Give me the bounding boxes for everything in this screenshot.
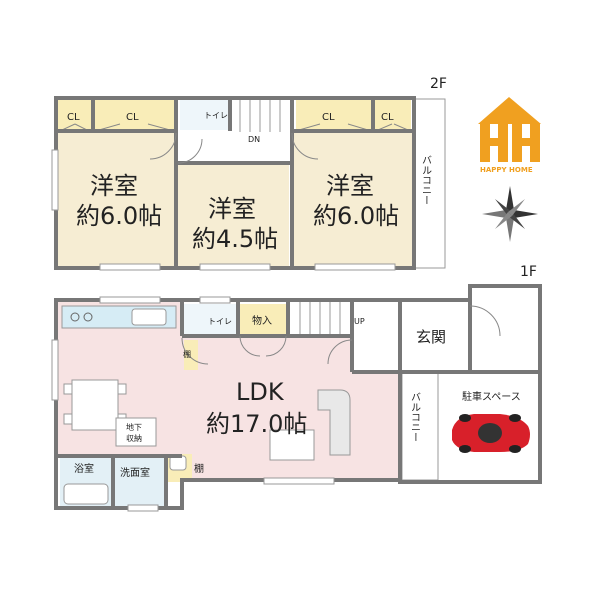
car-icon	[452, 414, 530, 453]
room-name: 洋室	[326, 172, 374, 200]
entrance	[400, 302, 470, 370]
toilet-2f	[180, 100, 228, 130]
toilet-1f	[184, 304, 236, 334]
logo-text: HAPPY HOME	[480, 166, 533, 174]
stair-label-2f: DN	[248, 135, 260, 144]
washbasin	[169, 455, 187, 471]
shelf-label: 棚	[194, 462, 204, 475]
doors-1f	[181, 305, 501, 365]
windows-1f	[51, 296, 335, 512]
second-floor: 2F	[51, 76, 447, 271]
closet-label: CL	[322, 112, 335, 123]
first-floor: 1F	[51, 264, 542, 512]
hh-house-logo-icon: HAPPY HOME	[478, 97, 541, 174]
underfloor-storage	[115, 417, 157, 447]
underfloor-label: 地下	[126, 422, 142, 432]
balcony-1f	[401, 371, 439, 481]
closet-2f-3	[296, 100, 371, 130]
toilet-label-2f: トイレ	[204, 111, 228, 120]
room-size: 約4.5帖	[192, 225, 278, 253]
walls-2f	[54, 96, 416, 270]
room-size: 約6.0帖	[76, 202, 162, 230]
stairs-1f	[299, 302, 341, 334]
stair-label-1f: UP	[354, 317, 365, 326]
shelf-small-label: 棚	[183, 349, 192, 359]
entrance-label: 玄関	[416, 328, 446, 346]
washroom-label: 洗面室	[120, 466, 150, 479]
closet-label: CL	[67, 112, 80, 123]
closet-2f-2	[95, 100, 175, 130]
ldk-size: 約17.0帖	[206, 410, 307, 438]
balcony-label-1f: バルコニー	[409, 392, 421, 442]
room-name: 洋室	[90, 172, 138, 200]
closet-label: CL	[126, 112, 139, 123]
balcony-2f	[413, 98, 446, 269]
balcony-label-2f: バルコニー	[420, 155, 432, 205]
kitchen-sink	[131, 308, 167, 326]
stove-burner	[83, 312, 93, 322]
underfloor-label: 収納	[126, 433, 142, 443]
ldk-name: LDK	[236, 378, 285, 406]
room-2f-right	[293, 132, 413, 266]
closet-2f-4	[374, 100, 411, 130]
room-name: 洋室	[208, 195, 256, 223]
hall-2f	[178, 132, 290, 162]
room-2f-left	[58, 132, 174, 266]
toilet-label-1f: トイレ	[208, 317, 232, 326]
room-2f-middle	[177, 165, 289, 266]
windows-2f	[51, 149, 396, 271]
stairs-2f	[239, 100, 281, 132]
closet-2f-1	[58, 100, 91, 130]
storage-1f	[240, 304, 286, 334]
closet-label: CL	[381, 112, 394, 123]
floor-label-1f: 1F	[520, 264, 537, 280]
parking-label: 駐車スペース	[462, 390, 521, 403]
sofa	[269, 389, 351, 461]
storage-label: 物入	[252, 314, 272, 327]
washroom	[114, 458, 166, 506]
room-size: 約6.0帖	[313, 202, 399, 230]
bath-label: 浴室	[74, 462, 94, 475]
floor-label-2f: 2F	[430, 76, 447, 92]
dining-table	[63, 379, 127, 431]
stove-burner	[70, 312, 80, 322]
compass-rose-icon	[482, 186, 538, 242]
bathtub	[63, 483, 109, 505]
small-shelf	[184, 340, 198, 370]
doors-2f	[149, 132, 319, 164]
